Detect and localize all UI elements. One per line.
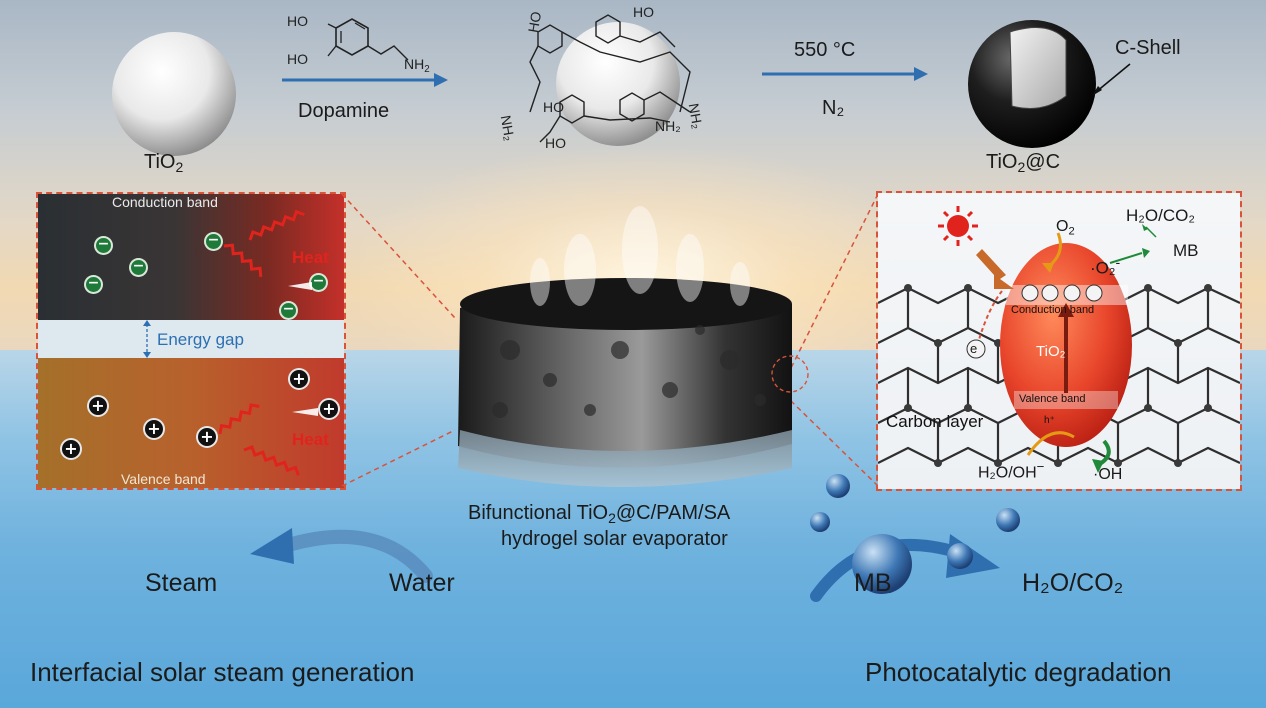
hole: + bbox=[320, 400, 338, 418]
arrow-calcination bbox=[762, 67, 928, 81]
right-panel-frame bbox=[876, 191, 1242, 491]
dopamine-ho-1: HO bbox=[287, 13, 308, 29]
energy-gap-label: Energy gap bbox=[157, 330, 244, 349]
coated-sphere bbox=[529, 14, 691, 146]
steam-arrow bbox=[250, 528, 433, 583]
hole: + bbox=[290, 370, 308, 388]
hydrogel-evaporator bbox=[458, 206, 809, 487]
energy-gap-arrow bbox=[143, 320, 151, 358]
rp-electron: e bbox=[970, 341, 978, 356]
dopamine-nh2: NH2 bbox=[404, 56, 430, 75]
conduction-band-region bbox=[38, 194, 344, 320]
rp-conduction-band: Conduction band bbox=[1011, 304, 1095, 316]
electron: − bbox=[131, 258, 146, 275]
rp-mb: MB bbox=[1173, 241, 1199, 260]
electron: − bbox=[206, 232, 221, 249]
tio2-c-sphere bbox=[968, 20, 1096, 148]
rp-hole: h⁺ bbox=[1044, 415, 1055, 426]
sphere-nh2-b: NH₂ bbox=[655, 118, 681, 134]
arrow-dopamine bbox=[282, 73, 448, 87]
n2-label: N₂ bbox=[822, 97, 845, 119]
steam-label: Steam bbox=[145, 569, 218, 597]
sphere-ho-b: HO bbox=[633, 4, 654, 20]
dopamine-molecule bbox=[327, 18, 409, 61]
h2o-co2-label: H₂O/CO₂ bbox=[1022, 569, 1124, 597]
rp-tio2: TiO₂ bbox=[1036, 343, 1066, 360]
valence-band-label: Valence band bbox=[121, 471, 206, 487]
photocatalytic-title: Photocatalytic degradation bbox=[865, 657, 1172, 687]
hole: + bbox=[62, 440, 80, 458]
rp-h2o-oh: H₂O/OH− bbox=[978, 459, 1045, 482]
evaporator-caption-line2: hydrogel solar evaporator bbox=[501, 528, 728, 550]
rp-superoxide: ·O₂- bbox=[1090, 255, 1121, 278]
electron: − bbox=[281, 301, 296, 318]
mb-bubbles bbox=[810, 474, 1020, 594]
water-label: Water bbox=[389, 569, 455, 597]
tio2-label: TiO2 bbox=[144, 151, 184, 176]
electron: − bbox=[311, 273, 326, 290]
cshell-label: C-Shell bbox=[1115, 37, 1181, 59]
rp-o2: O2 bbox=[1056, 218, 1075, 238]
hole: + bbox=[145, 420, 163, 438]
dopamine-ho-2: HO bbox=[287, 51, 308, 67]
heat-waves bbox=[218, 209, 318, 476]
rp-valence-band: Valence band bbox=[1019, 393, 1086, 405]
conduction-band-label: Conduction band bbox=[112, 194, 218, 210]
steam-generation-title: Interfacial solar steam generation bbox=[30, 657, 415, 687]
cshell-pointer bbox=[1092, 63, 1131, 96]
mb-label: MB bbox=[854, 569, 892, 597]
electron: − bbox=[96, 236, 111, 253]
energy-gap-region bbox=[38, 320, 344, 358]
sphere-ho-d: HO bbox=[545, 135, 566, 151]
rp-hydroxyl-radical: ·OH bbox=[1093, 466, 1123, 483]
sphere-ho-c: HO bbox=[543, 99, 564, 115]
heat-label-top: Heat bbox=[292, 248, 329, 267]
hole: + bbox=[89, 397, 107, 415]
rp-carbon-layer: Carbon layer bbox=[886, 412, 984, 431]
rp-h2o-co2: H₂O/CO₂ bbox=[1126, 206, 1195, 225]
tio2-c-label: TiO2@C bbox=[986, 151, 1061, 176]
temperature-label: 550 °C bbox=[794, 39, 856, 61]
carbon-lattice bbox=[878, 206, 1240, 473]
heat-label-bottom: Heat bbox=[292, 430, 329, 449]
hole: + bbox=[198, 428, 216, 446]
dopamine-label: Dopamine bbox=[298, 100, 390, 122]
left-panel-frame bbox=[36, 192, 346, 490]
electron: − bbox=[86, 275, 101, 292]
tio2-sphere bbox=[112, 32, 236, 156]
evaporator-caption-line1: Bifunctional TiO2@C/PAM/SA bbox=[468, 502, 731, 527]
